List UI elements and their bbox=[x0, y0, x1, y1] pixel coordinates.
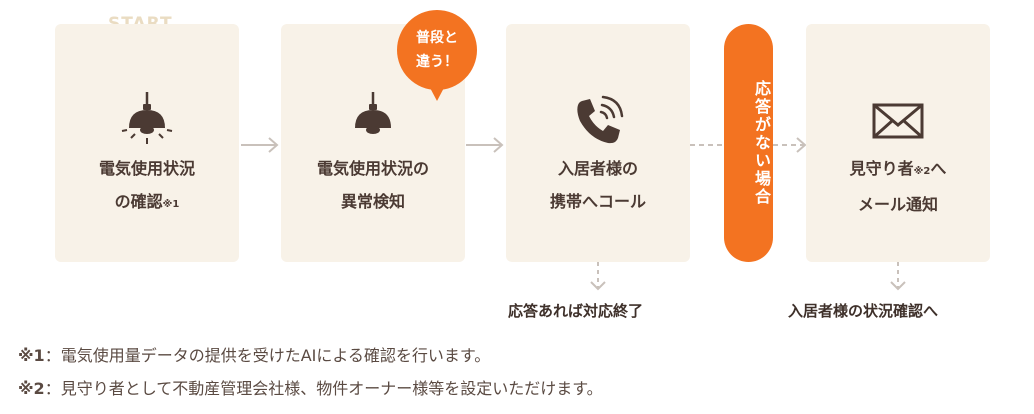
unusual-badge: 普段と 違う！ bbox=[388, 4, 486, 102]
step-1-line2-wrap: の確認※1 bbox=[55, 185, 239, 221]
ceiling-lamp-icon bbox=[55, 86, 239, 156]
footnote-1-text: ：電気使用量データの提供を受けたAIによる確認を行います。 bbox=[44, 346, 491, 365]
step-1-text: 電気使用状況 の確認※1 bbox=[55, 152, 239, 221]
arrow-right-icon bbox=[241, 137, 279, 153]
step-2-line1: 電気使用状況の bbox=[316, 159, 429, 178]
badge-label: 普段と 違う！ bbox=[416, 30, 458, 70]
step-3-line2: 携帯へコール bbox=[549, 192, 646, 211]
step-3-line1: 入居者様の bbox=[557, 159, 638, 178]
step-5-footnote-mark: ※2 bbox=[913, 166, 931, 177]
step-5-line1: 見守り者 bbox=[849, 159, 914, 178]
step-anomaly-detection: 電気使用状況の 異常検知 bbox=[281, 24, 465, 262]
step-2-line2: 異常検知 bbox=[340, 192, 405, 211]
outcome-check-resident: 入居者様の状況確認へ bbox=[788, 302, 939, 320]
step-1-line2: の確認 bbox=[114, 192, 163, 211]
branch-label: 応答がない場合 bbox=[752, 80, 771, 206]
arrow-down-dashed-icon bbox=[590, 262, 606, 291]
footnote-1-mark: ※1 bbox=[18, 346, 45, 365]
arrow-down-dashed-icon bbox=[890, 262, 906, 291]
step-call-resident: 入居者様の 携帯へコール bbox=[506, 24, 690, 262]
footnote-1: ※1：電気使用量データの提供を受けたAIによる確認を行います。 bbox=[18, 342, 490, 366]
step-check-electricity: 電気使用状況 の確認※1 bbox=[55, 24, 239, 262]
phone-ringing-icon bbox=[506, 86, 690, 156]
envelope-icon bbox=[806, 86, 990, 156]
step-1-footnote-mark: ※1 bbox=[162, 199, 180, 210]
step-2-text: 電気使用状況の 異常検知 bbox=[281, 152, 465, 218]
step-5-text: 見守り者※2へ メール通知 bbox=[806, 152, 990, 221]
footnote-2-mark: ※2 bbox=[18, 379, 45, 398]
step-email-notification: 見守り者※2へ メール通知 bbox=[806, 24, 990, 262]
arrow-right-icon bbox=[466, 137, 504, 153]
dashed-connector bbox=[690, 144, 724, 146]
no-answer-branch: 応答がない場合 bbox=[724, 24, 773, 262]
footnote-2: ※2：見守り者として不動産管理会社様、物件オーナー様等を設定いただけます。 bbox=[18, 375, 603, 399]
step-5-line1-wrap: 見守り者※2へ bbox=[806, 152, 990, 188]
step-1-line1: 電気使用状況 bbox=[98, 159, 195, 178]
step-5-line1-suffix: へ bbox=[930, 159, 947, 178]
footnote-2-text: ：見守り者として不動産管理会社様、物件オーナー様等を設定いただけます。 bbox=[44, 379, 603, 398]
step-3-text: 入居者様の 携帯へコール bbox=[506, 152, 690, 218]
ceiling-lamp-off-icon bbox=[281, 86, 465, 156]
arrow-right-dashed-icon bbox=[773, 137, 807, 153]
step-5-line2: メール通知 bbox=[857, 195, 938, 214]
outcome-answered: 応答あれば対応終了 bbox=[508, 302, 644, 320]
